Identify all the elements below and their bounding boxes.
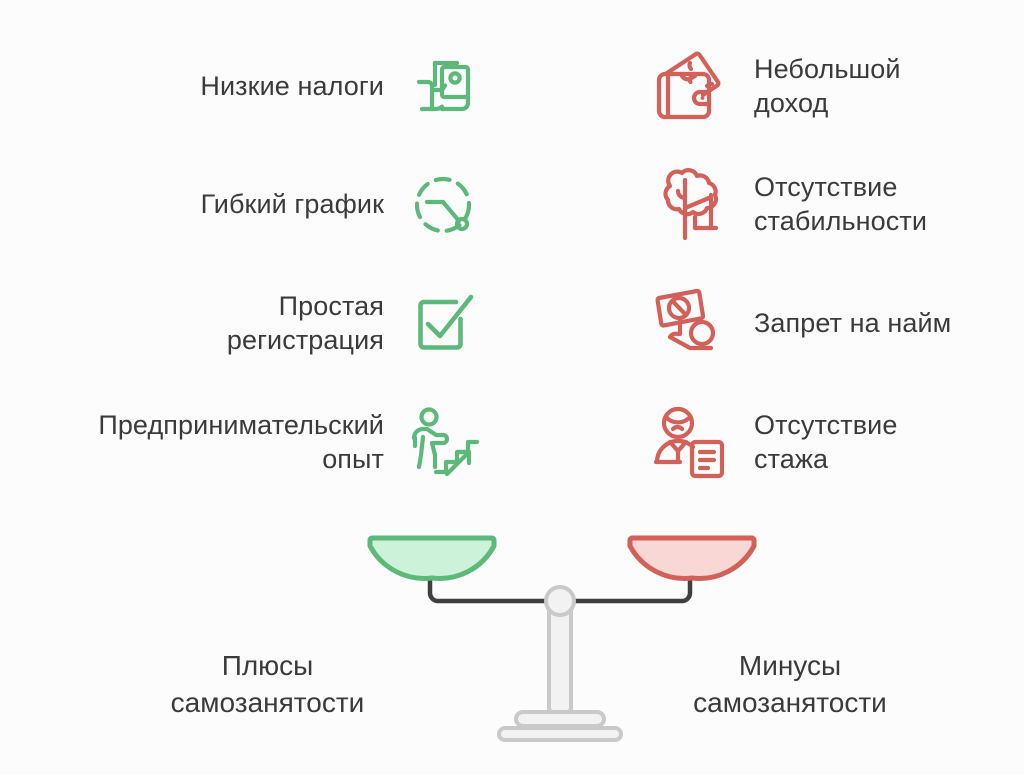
cons-item-label: Запрет на найм xyxy=(754,308,952,339)
pros-item-simple-registration: Простая регистрация xyxy=(0,264,496,384)
pros-caption: Плюсы самозанятости xyxy=(170,650,365,718)
wallet-with-banknote-icon xyxy=(654,48,732,126)
cons-column: Небольшой доход Отсутствие стабильности xyxy=(653,28,1024,502)
scale-stand xyxy=(497,606,623,742)
cons-item-label: Отсутствие стажа xyxy=(754,410,898,474)
cons-item-label: Отсутствие стабильности xyxy=(754,172,928,236)
scale-pivot xyxy=(544,585,576,617)
cons-item-hiring-ban: Запрет на найм xyxy=(654,264,1024,384)
propped-tree-icon xyxy=(654,166,732,244)
person-with-prohibition-sign-icon xyxy=(654,285,732,363)
pros-item-label: Гибкий график xyxy=(200,189,384,220)
checkbox-checked-icon xyxy=(406,285,484,363)
person-climbing-stairs-icon xyxy=(406,404,484,482)
cons-caption: Минусы самозанятости xyxy=(693,650,887,718)
pros-pan xyxy=(367,535,497,581)
balance-scale xyxy=(0,516,1024,746)
cons-item-lack-of-seniority: Отсутствие стажа xyxy=(653,384,1024,502)
pros-item-label: Предпринимательский опыт xyxy=(98,410,384,474)
pros-item-low-taxes: Низкие налоги xyxy=(0,28,496,146)
pros-item-label: Простая регистрация xyxy=(226,291,384,355)
cons-pan xyxy=(627,535,757,581)
cons-item-label: Небольшой доход xyxy=(754,54,901,118)
pros-item-entrepreneurial-experience: Предпринимательский опыт xyxy=(0,384,496,502)
pros-item-label: Низкие налоги xyxy=(200,71,384,102)
dashed-clock-icon xyxy=(406,166,484,244)
person-with-document-icon xyxy=(653,404,732,482)
pros-column: Низкие налоги Гибкий граф xyxy=(0,28,496,502)
cons-item-lack-of-stability: Отсутствие стабильности xyxy=(654,146,1024,264)
pros-item-flexible-schedule: Гибкий график xyxy=(0,146,496,264)
cons-item-small-income: Небольшой доход xyxy=(654,28,1024,146)
money-in-hand-icon xyxy=(406,48,484,126)
